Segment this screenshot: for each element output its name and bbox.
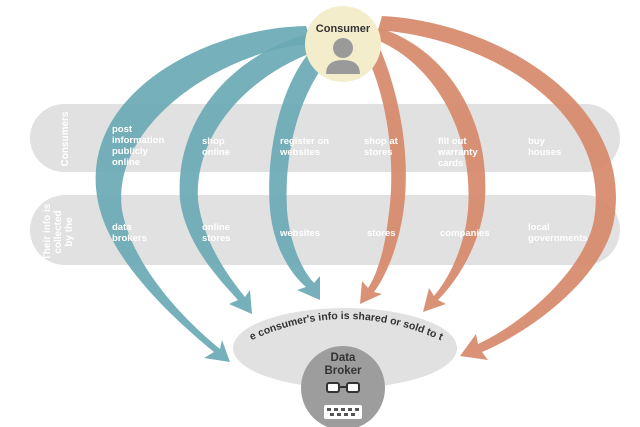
arrow-buy-houses [378,16,616,360]
band-collected-label: Their info is collected by the [42,203,75,261]
action-label-shop-online: shop online [202,136,230,158]
action-label-warranty: fill out warranty cards [438,136,478,169]
arrow-warranty [372,28,486,312]
action-label-register: register on websites [280,136,330,158]
spy-glasses-icon [326,382,360,393]
collector-label-stores: stores [367,228,396,239]
broker-body-icon [324,405,362,419]
action-label-post-online: post information publicly online [112,124,165,168]
action-label-buy-houses: buy houses [528,136,562,158]
data-broker-label: Data Broker [324,352,362,377]
arrow-register [269,46,326,300]
collector-label-websites: websites [280,228,321,239]
arrow-post-online [95,26,312,362]
consumer-label: Consumer [315,23,371,35]
arrow-shop-online [179,34,314,314]
arrows [95,16,616,362]
collector-label-companies: companies [440,228,490,239]
arrow-shop-stores [360,44,406,304]
action-label-shop-stores: shop at stores [364,136,398,158]
band-consumers-label: Consumers [60,111,71,167]
person-icon [326,38,360,74]
collector-label-data-brokers: data brokers [112,222,147,244]
collector-label-online-stores: online stores [202,222,231,244]
collector-label-local-governments: local governments [528,222,588,244]
